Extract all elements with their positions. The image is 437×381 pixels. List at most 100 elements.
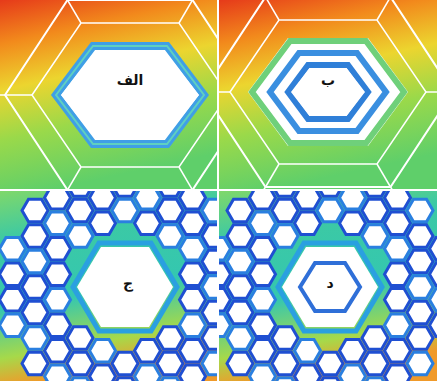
hole <box>282 247 378 327</box>
honeycomb-cell <box>407 352 433 375</box>
honeycomb-cell <box>180 339 206 362</box>
honeycomb-cell <box>407 199 433 222</box>
lattice-line <box>391 187 429 189</box>
honeycomb-cell <box>0 263 26 286</box>
honeycomb-cell <box>202 352 217 375</box>
honeycomb-cell <box>227 327 253 350</box>
honeycomb-cell <box>202 276 217 299</box>
honeycomb-cell <box>67 225 93 248</box>
honeycomb-cell <box>45 365 71 381</box>
lattice-line <box>179 167 193 189</box>
lattice-line <box>68 0 82 23</box>
honeycomb-cell <box>157 199 183 222</box>
honeycomb-cell <box>340 365 366 381</box>
honeycomb-cell <box>362 352 388 375</box>
honeycomb-cell <box>227 352 253 375</box>
honeycomb-cell <box>45 237 71 260</box>
honeycomb-cell <box>0 314 26 337</box>
gap <box>248 38 408 146</box>
honeycomb-cell <box>180 212 206 235</box>
lattice-line <box>5 0 217 189</box>
honeycomb-cell <box>90 212 116 235</box>
honeycomb-cell <box>202 250 217 273</box>
honeycomb-cell <box>385 314 411 337</box>
honeycomb-cell <box>430 263 437 286</box>
honeycomb-cell <box>0 237 26 260</box>
panel-label: د <box>323 274 336 293</box>
honeycomb-cell <box>385 212 411 235</box>
lattice-line <box>266 164 280 187</box>
honeycomb-cell <box>180 365 206 381</box>
honeycomb-cell <box>45 263 71 286</box>
panel-d <box>219 191 437 381</box>
stress-ring <box>252 41 404 143</box>
honeycomb-cell <box>45 212 71 235</box>
honeycomb-cell <box>202 199 217 222</box>
stress-ring <box>278 243 382 331</box>
honeycomb-cell <box>272 199 298 222</box>
honeycomb-cell <box>362 327 388 350</box>
honeycomb-cell <box>90 339 116 362</box>
honeycomb-cell <box>202 301 217 324</box>
honeycomb-cell <box>407 225 433 248</box>
honeycomb-cell <box>250 212 276 235</box>
honeycomb-cell <box>385 365 411 381</box>
honeycomb-cell <box>295 365 321 381</box>
honeycomb-cell <box>202 327 217 350</box>
honeycomb-cell <box>227 199 253 222</box>
honeycomb-cell <box>45 191 71 209</box>
hole <box>291 68 365 116</box>
lattice-line <box>179 0 193 23</box>
honeycomb-cell <box>135 365 161 381</box>
panel-c <box>0 191 217 381</box>
stress-ring <box>56 46 204 144</box>
honeycomb-cell <box>135 191 161 209</box>
honeycomb-cell <box>227 301 253 324</box>
honeycomb-cell <box>0 288 26 311</box>
honeycomb-cell <box>407 276 433 299</box>
honeycomb-cell <box>22 352 48 375</box>
panel-divider <box>0 189 437 191</box>
honeycomb-cell <box>407 301 433 324</box>
honeycomb-cell <box>67 327 93 350</box>
honeycomb-cell <box>180 191 206 209</box>
honeycomb-cell <box>340 212 366 235</box>
stress-ring <box>56 46 204 144</box>
honeycomb-cell <box>362 199 388 222</box>
lattice-line <box>0 94 5 96</box>
honeycomb-cell <box>45 288 71 311</box>
hole <box>77 247 173 327</box>
gap <box>52 43 208 147</box>
honeycomb-cell <box>202 225 217 248</box>
honeycomb-cell <box>22 199 48 222</box>
honeycomb-cell <box>317 352 343 375</box>
honeycomb-cell <box>227 225 253 248</box>
honeycomb-cell <box>22 327 48 350</box>
panel-label: الف <box>114 71 147 90</box>
honeycomb-cell <box>180 314 206 337</box>
panel-a <box>0 0 217 189</box>
honeycomb-cell <box>157 327 183 350</box>
lattice-line <box>68 167 82 189</box>
honeycomb-cell <box>67 352 93 375</box>
honeycomb-cell <box>317 199 343 222</box>
lattice-line <box>228 187 266 189</box>
honeycomb-cell <box>272 327 298 350</box>
lattice-line <box>426 91 437 93</box>
honeycomb-cell <box>250 237 276 260</box>
honeycomb-cell <box>157 225 183 248</box>
honeycomb-cell <box>430 288 437 311</box>
honeycomb-cell <box>272 352 298 375</box>
honeycomb-cell <box>407 250 433 273</box>
honeycomb-cell <box>180 263 206 286</box>
honeycomb-cell <box>250 339 276 362</box>
honeycomb-cell <box>272 225 298 248</box>
honeycomb-cell <box>430 314 437 337</box>
honeycomb-cell <box>362 225 388 248</box>
honeycomb-cell <box>157 352 183 375</box>
honeycomb-cell <box>340 191 366 209</box>
honeycomb-cell <box>67 199 93 222</box>
